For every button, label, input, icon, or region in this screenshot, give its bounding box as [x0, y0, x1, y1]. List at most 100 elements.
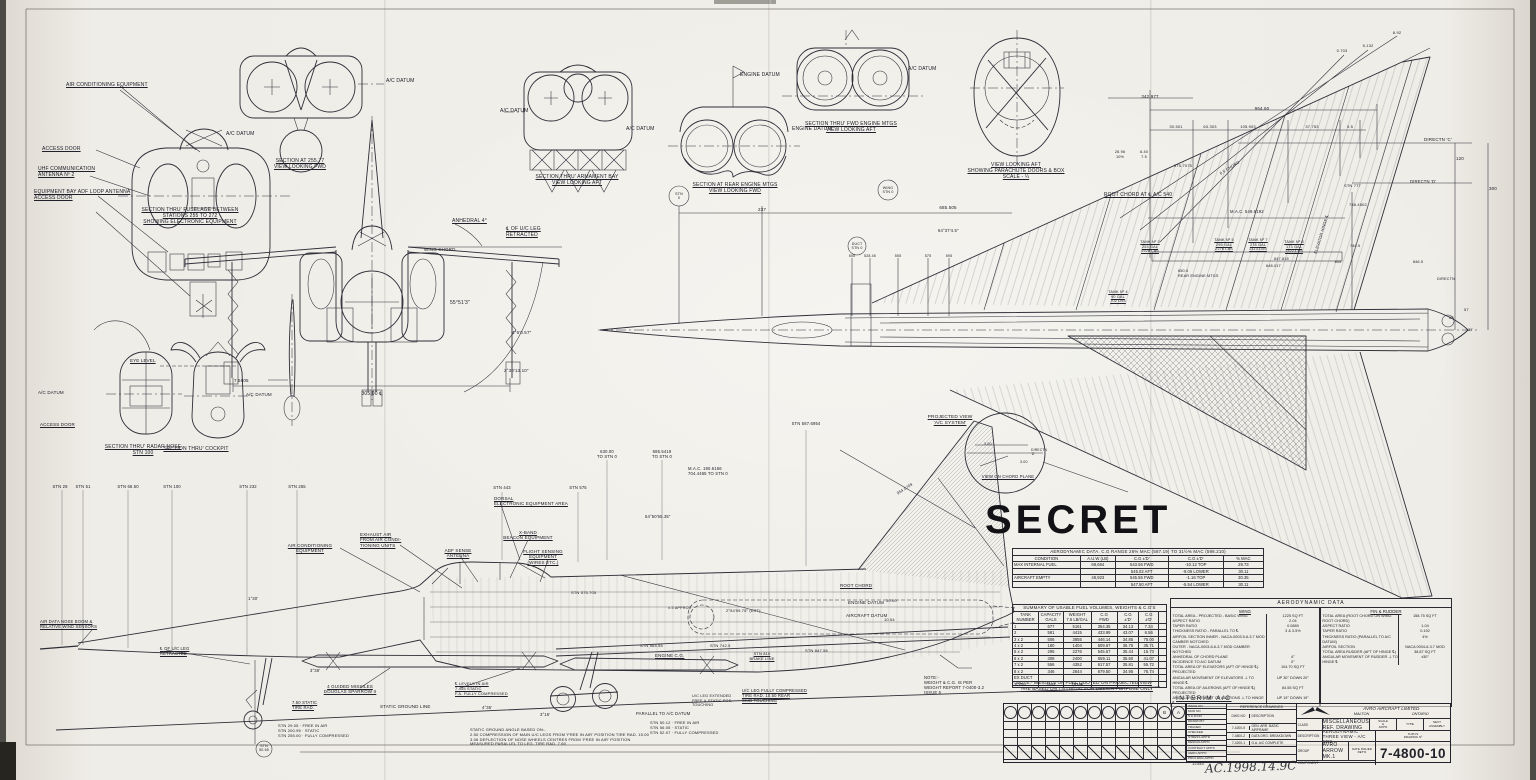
spec-line: OUTER - NACA-0003.8-6-3.7 MOD CAMBER NOT… — [1171, 644, 1319, 655]
annotation: M.A.C. 549.6192 — [1230, 209, 1264, 214]
annotation: EQUIPMENT BAY ADF LOOP ANTENNA ACCESS DO… — [34, 189, 131, 201]
spec-label: ANHEDRAL OF CHORD PLANE — [1172, 655, 1228, 659]
revision-cell — [1116, 722, 1130, 730]
cg-table-title: AERODYNAMIC DATA. C.G RANGE 26% MAC (587… — [1012, 548, 1264, 556]
spec-value: 104.70 SQ FT — [1265, 665, 1319, 676]
fuel-table-cell — [1158, 629, 1167, 637]
next-assembly-cell: NEXT ASSEMBLY — [1422, 719, 1450, 730]
annotation: EYE LEVEL — [130, 358, 156, 363]
fuel-table-cell — [1158, 648, 1167, 656]
fuel-table-cell: 446.14 — [1090, 635, 1118, 644]
revision-circle — [1032, 706, 1045, 719]
annotation: A/C DATUM — [226, 131, 255, 137]
issue-row: AERO APP'D — [1187, 751, 1227, 757]
annotation: SECTION THRU' FUSELAGE BETWEEN STATIONS … — [141, 207, 239, 225]
revision-cell — [1074, 704, 1088, 722]
this-is-drawing-no: THIS IS DRAWING Nº — [1374, 731, 1450, 741]
revision-cell — [1144, 704, 1158, 722]
annotation: 30.501 — [1169, 124, 1183, 129]
revision-cell — [1046, 738, 1060, 746]
revision-cell — [1004, 746, 1018, 760]
annotation: 0.703 — [1336, 48, 1348, 53]
annotation: 54°50′55.35″ — [645, 514, 671, 519]
annotation: 5.132 — [1362, 43, 1374, 48]
revision-cell — [1046, 746, 1060, 760]
fin-title: FIN & RUDDER — [1370, 608, 1402, 614]
spec-label: TOTAL AREA OF AILERONS (AFT OF HINGE ℄) … — [1172, 685, 1256, 695]
interim-label: INTERIM A/C — [1176, 695, 1232, 702]
spec-value: 2.04 — [1265, 619, 1319, 625]
annotation: TANK Nº 7 278 GAL 2113 LBS — [1248, 238, 1268, 252]
class-label: CLASS — [1297, 719, 1323, 730]
fuel-table-cell — [1158, 680, 1167, 689]
revision-circle — [1130, 706, 1143, 719]
revision-circle — [1116, 706, 1129, 719]
cg-table-cell: 30.35 — [1222, 574, 1265, 582]
cg-table: AERODYNAMIC DATA. C.G RANGE 26% MAC (587… — [1012, 548, 1265, 589]
annotation: DIRECTN — [1437, 277, 1455, 281]
annotation: A/C DATUM — [626, 126, 655, 132]
annotation: ROOT CHORD AT ℄ A/C 540 — [1103, 192, 1173, 198]
description-value: AERODYNAMIC THREE VIEW - A/C CBS — [1322, 728, 1366, 744]
revision-cell — [1074, 738, 1088, 746]
annotation: 650.5 REAR ENGINE MTGS — [1178, 269, 1219, 278]
cg-table-cell — [1012, 580, 1081, 589]
annotation: SECTION THRU' ARMAMENT BAY VIEW LOOKING … — [535, 174, 619, 186]
spec-value: UP 19° DOWN 19° — [1265, 696, 1319, 707]
annotation: STN 587.6954 — [791, 421, 821, 426]
revision-cell — [1172, 722, 1186, 730]
annotation: VIEW ON CHORD PLANE — [981, 474, 1035, 479]
fuel-table-cell — [1090, 680, 1118, 689]
revision-cell — [1158, 738, 1172, 746]
annotation: 2°30′13.10″ — [504, 368, 529, 373]
spec-line: THICKNESS RATIO (PARALLEL TO A/C DATUM)4… — [1321, 634, 1451, 645]
scale-cell: SCALE & APP'D — [1368, 719, 1396, 730]
view-parachute-doors — [970, 30, 1064, 164]
reference-drawings-title: REFERENCE DRAWINGS — [1227, 704, 1296, 710]
revision-cell — [1074, 722, 1088, 730]
spec-label: ASPECT RATIO — [1172, 619, 1201, 624]
ref-description: DATA DRG. BREAKDOWN — [1251, 733, 1292, 738]
revision-cell — [1116, 738, 1130, 746]
annotation: 648.017 — [1266, 264, 1281, 268]
drawing-frame — [25, 8, 1515, 753]
annotation: PROJECTED VIEW 'A/C SYSTEM' — [927, 415, 973, 426]
fuel-table-cell: 559.11 — [1090, 654, 1118, 663]
revision-cell — [1130, 730, 1144, 738]
cg-table-cell: 30.11 — [1222, 567, 1265, 576]
annotation: AIR CONDITIONING EQUIPMENT — [287, 543, 333, 554]
secret-stamp: SECRET — [985, 498, 1172, 542]
revision-cell — [1102, 722, 1116, 730]
annotation: ACCESS DOOR — [40, 422, 75, 427]
spec-label: AIRFOIL SECTION INNER - NACA-0003.5-6-3.… — [1172, 634, 1265, 644]
fuel-table-cell: 6 x 2 — [1011, 654, 1040, 663]
spec-line: AIRFOIL SECTION INNER - NACA-0003.5-6-3.… — [1171, 634, 1319, 645]
reference-drawings-box: REFERENCE DRAWINGS DWG NO DESCRIPTION 7-… — [1227, 704, 1297, 762]
fuel-table-cell — [1138, 680, 1160, 689]
plan-view — [598, 35, 1489, 599]
cg-table-cell: -5.54 LOWER — [1167, 580, 1224, 589]
revision-cell — [1018, 722, 1032, 730]
revision-cell — [1172, 738, 1186, 746]
revision-cell: B — [1158, 704, 1172, 722]
fuel-table-cell: 4 x 2 — [1011, 641, 1040, 650]
revision-cell — [1060, 722, 1074, 730]
fold-line — [768, 0, 771, 780]
revision-cell — [1018, 738, 1032, 746]
annotation: SECTION AT REAR ENGINE MTGS VIEW LOOKING… — [692, 182, 778, 194]
avro-logo — [1300, 707, 1330, 715]
revision-cell — [1172, 730, 1186, 738]
spec-value — [1265, 644, 1319, 655]
annotation: 8.92 — [1392, 30, 1402, 35]
revision-cell — [1116, 746, 1130, 760]
spec-value: 158.75 SQ FT — [1398, 614, 1451, 625]
fuel-table-cell — [1158, 674, 1167, 682]
fuel-table-cell — [1158, 635, 1167, 644]
spec-label: THICKNESS RATIO (PARALLEL TO A/C DATUM) — [1322, 634, 1391, 644]
